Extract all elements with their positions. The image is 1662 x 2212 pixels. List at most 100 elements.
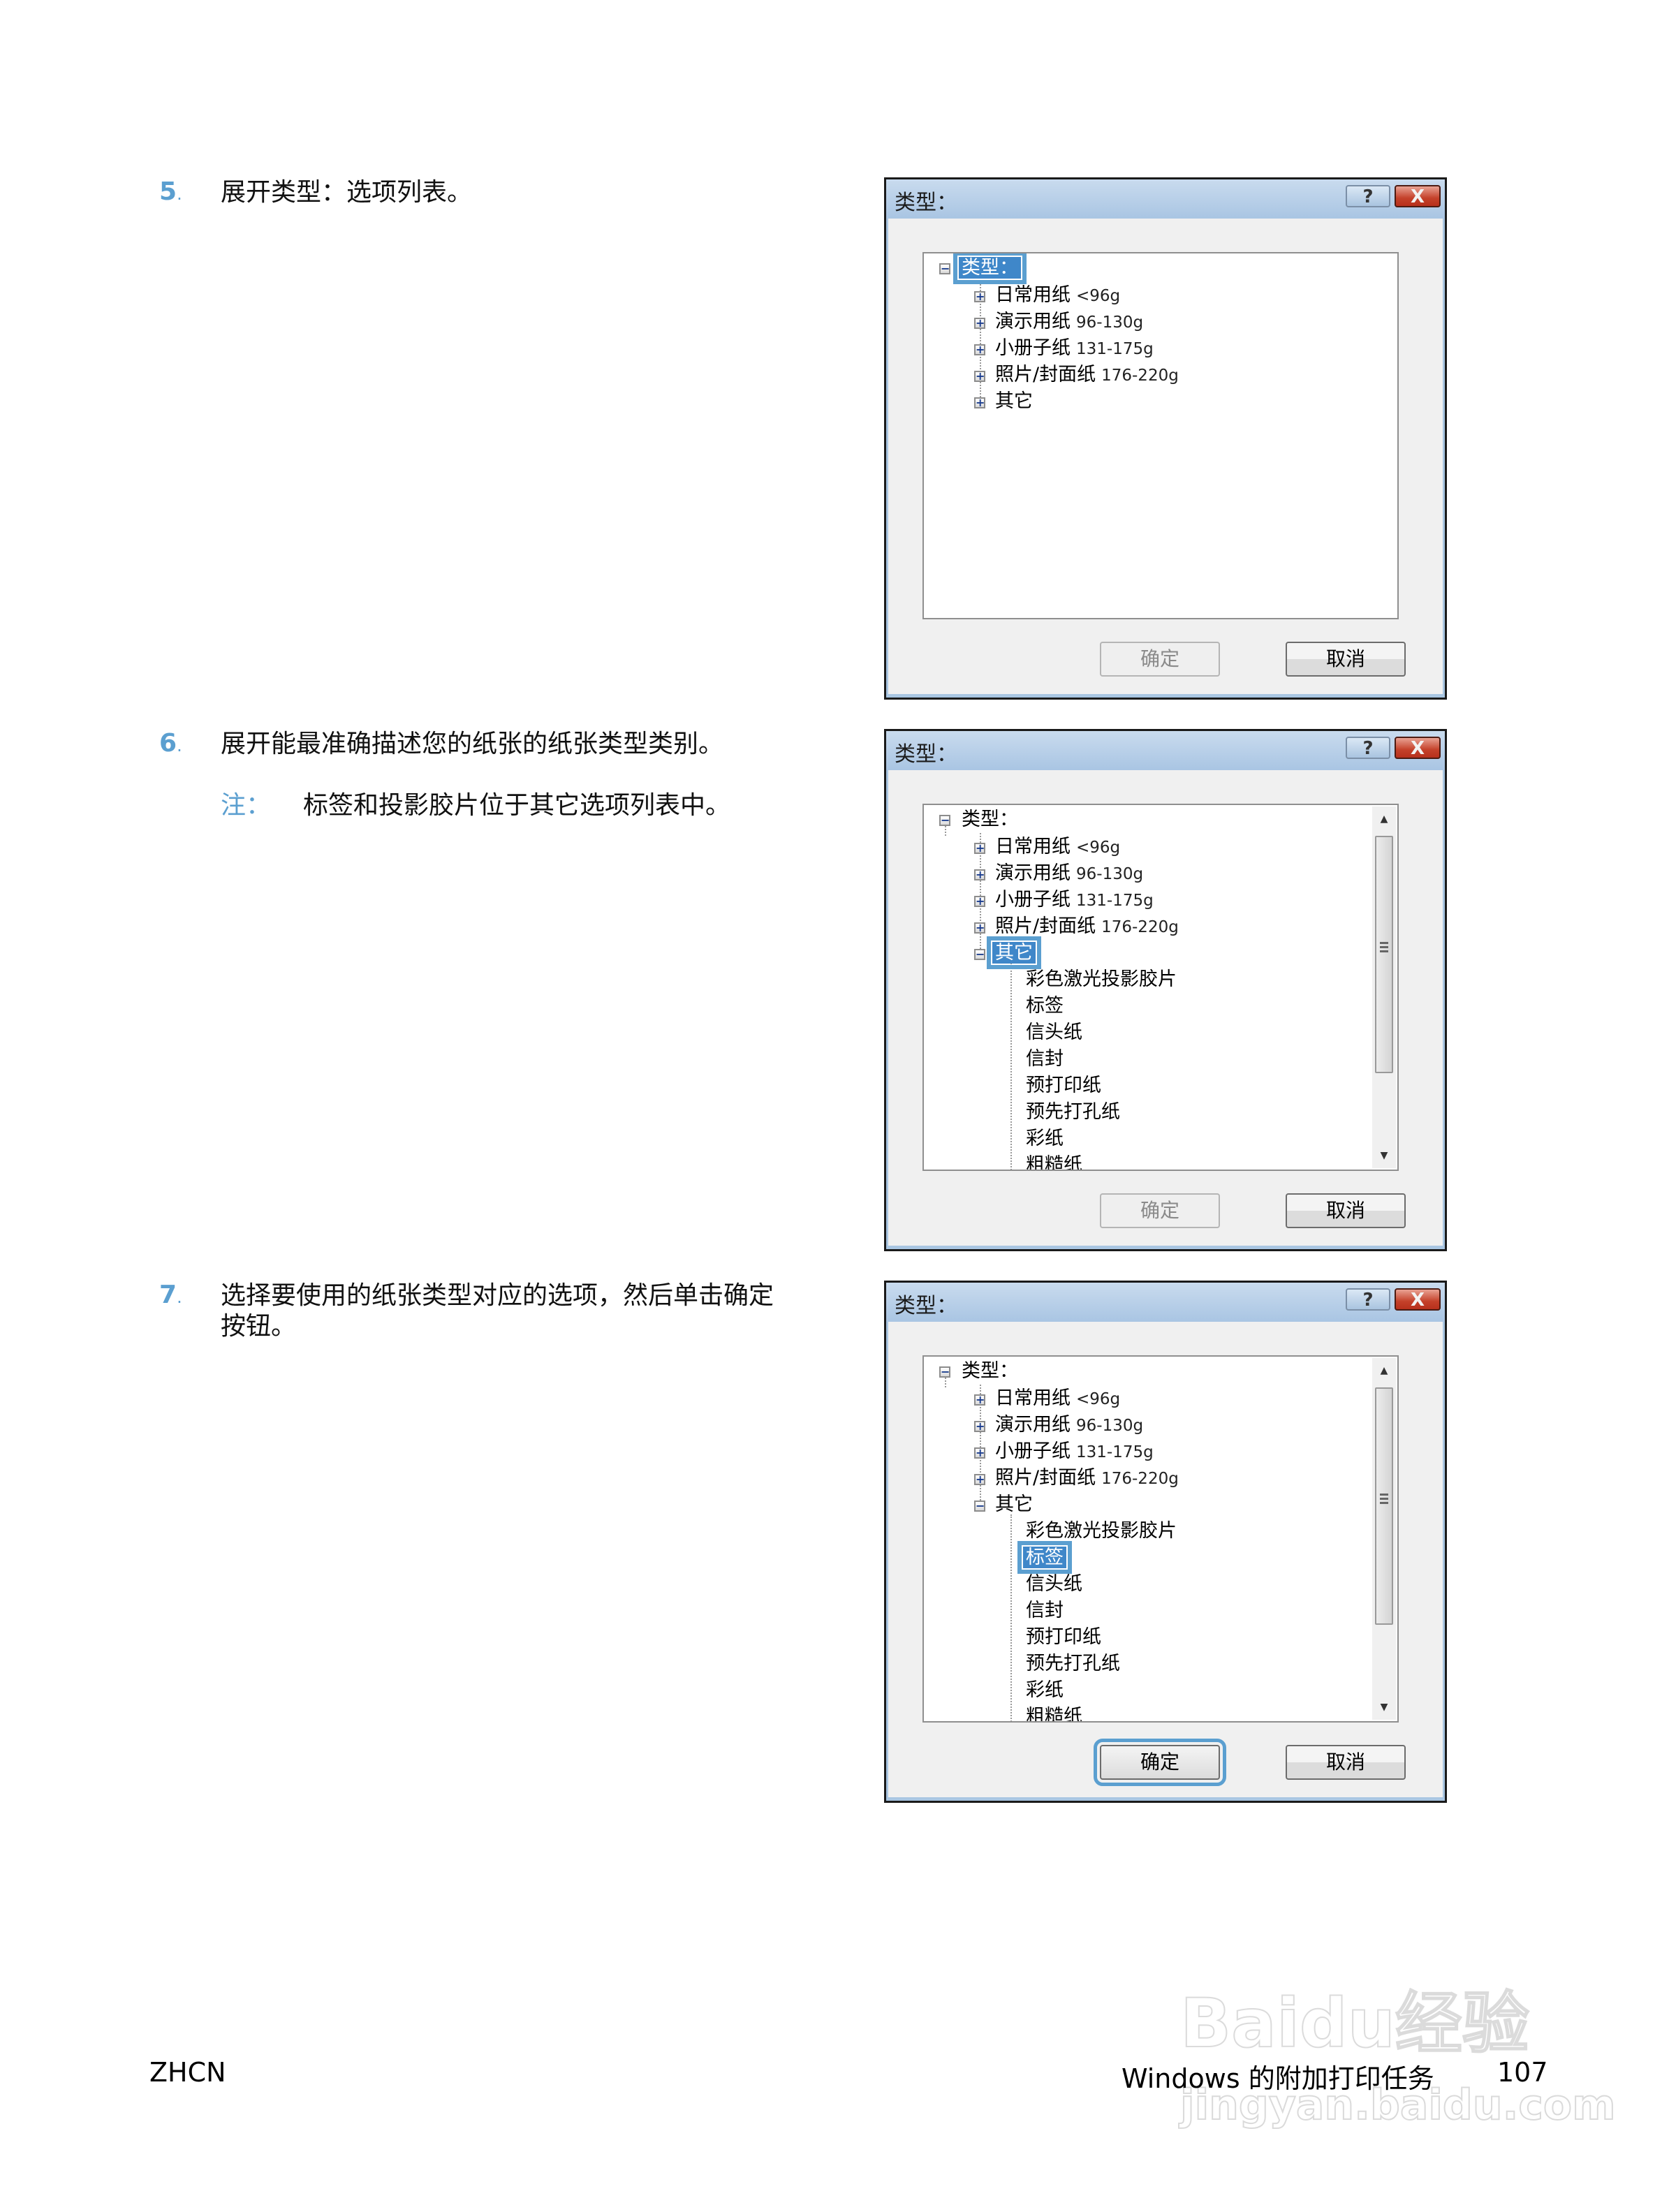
tree-item[interactable]: 粗糙纸 xyxy=(1026,1706,1082,1723)
collapse-icon[interactable]: − xyxy=(939,813,950,827)
title-bar[interactable]: 类型： ? X xyxy=(886,179,1445,219)
help-button[interactable]: ? xyxy=(1346,1288,1390,1311)
tree-item-other-selected[interactable]: 其它 xyxy=(987,936,1041,969)
tree-item-category[interactable]: 日常用纸<96g xyxy=(995,1387,1121,1409)
tree-item[interactable]: 预打印纸 xyxy=(1026,1626,1101,1648)
tree-item[interactable]: 信封 xyxy=(1026,1600,1064,1621)
expand-icon[interactable]: + xyxy=(974,921,985,934)
scroll-thumb[interactable] xyxy=(1375,836,1393,1073)
help-icon: ? xyxy=(1362,738,1374,759)
scroll-thumb[interactable] xyxy=(1375,1387,1393,1625)
expand-icon[interactable]: + xyxy=(974,1393,985,1406)
expand-icon[interactable]: + xyxy=(974,290,985,303)
tree-item[interactable]: 信封 xyxy=(1026,1048,1064,1070)
tree-item[interactable]: 预先打孔纸 xyxy=(1026,1101,1120,1123)
vertical-scrollbar[interactable]: ▲ ▼ xyxy=(1372,806,1396,1168)
page-number: 107 xyxy=(1497,2057,1548,2088)
tree-item-label-selected[interactable]: 标签 xyxy=(1017,1541,1072,1574)
tree-item[interactable]: 标签 xyxy=(1026,995,1064,1017)
tree-item-category[interactable]: 其它 xyxy=(995,390,1033,412)
close-icon: X xyxy=(1410,186,1425,207)
tree-item[interactable]: 预打印纸 xyxy=(1026,1075,1101,1096)
ok-button[interactable]: 确定 xyxy=(1100,642,1220,677)
tree-root[interactable]: 类型： xyxy=(962,1360,1018,1382)
dialog-title: 类型： xyxy=(895,742,957,767)
scroll-down-arrow-icon[interactable]: ▼ xyxy=(1380,1702,1388,1713)
tree-item-category[interactable]: 其它 xyxy=(995,1494,1033,1515)
vertical-scrollbar[interactable]: ▲ ▼ xyxy=(1372,1358,1396,1720)
collapse-icon[interactable]: − xyxy=(974,1499,985,1512)
tree-item[interactable]: 彩色激光投影胶片 xyxy=(1026,1520,1177,1542)
cancel-button[interactable]: 取消 xyxy=(1286,1193,1406,1228)
close-icon: X xyxy=(1410,738,1425,759)
grip-icon xyxy=(1380,942,1388,954)
help-button[interactable]: ? xyxy=(1346,737,1390,759)
cancel-button[interactable]: 取消 xyxy=(1286,1745,1406,1780)
dialog-title: 类型： xyxy=(895,1294,957,1318)
note: 注： 标签和投影胶片位于其它选项列表中。 xyxy=(221,785,730,821)
dialog-title: 类型： xyxy=(895,191,957,215)
expand-icon[interactable]: + xyxy=(974,868,985,881)
help-icon: ? xyxy=(1362,1290,1374,1311)
close-icon: X xyxy=(1410,1290,1425,1311)
tree-item[interactable]: 彩纸 xyxy=(1026,1679,1064,1701)
scroll-up-arrow-icon[interactable]: ▲ xyxy=(1380,1365,1388,1376)
collapse-icon[interactable]: − xyxy=(939,1365,950,1378)
expand-icon[interactable]: + xyxy=(974,316,985,330)
tree-root[interactable]: 类型： xyxy=(962,809,1018,830)
close-button[interactable]: X xyxy=(1395,1288,1441,1311)
tree-item[interactable]: 信头纸 xyxy=(1026,1573,1082,1595)
grip-icon xyxy=(1380,1494,1388,1506)
collapse-icon[interactable]: − xyxy=(939,262,950,275)
step-text: 选择要使用的纸张类型对应的选项，然后单击确定按钮。 xyxy=(221,1281,774,1341)
note-text: 标签和投影胶片位于其它选项列表中。 xyxy=(303,791,731,820)
expand-icon[interactable]: + xyxy=(974,396,985,409)
note-label: 注： xyxy=(221,791,272,820)
footer-locale: ZHCN xyxy=(149,2057,226,2088)
tree-item[interactable]: 粗糙纸 xyxy=(1026,1154,1082,1171)
cancel-button[interactable]: 取消 xyxy=(1286,642,1406,677)
title-bar[interactable]: 类型： ? X xyxy=(886,731,1445,770)
ok-button[interactable]: 确定 xyxy=(1100,1193,1220,1228)
close-button[interactable]: X xyxy=(1395,185,1441,207)
ok-button[interactable]: 确定 xyxy=(1094,1739,1226,1786)
tree-item-category[interactable]: 日常用纸<96g xyxy=(995,836,1121,857)
tree-item-category[interactable]: 日常用纸<96g xyxy=(995,284,1121,306)
baidu-watermark-url: jingyan.baidu.com xyxy=(1179,2080,1617,2130)
expand-icon[interactable]: + xyxy=(974,1420,985,1433)
close-button[interactable]: X xyxy=(1395,737,1441,759)
tree-item[interactable]: 信头纸 xyxy=(1026,1022,1082,1043)
tree-item[interactable]: 彩纸 xyxy=(1026,1128,1064,1149)
expand-icon[interactable]: + xyxy=(974,1446,985,1459)
tree-root[interactable]: 类型： xyxy=(953,253,1027,284)
expand-icon[interactable]: + xyxy=(974,841,985,855)
expand-icon[interactable]: + xyxy=(974,894,985,908)
expand-icon[interactable]: + xyxy=(974,1473,985,1486)
step-number: 6. xyxy=(159,729,182,758)
help-button[interactable]: ? xyxy=(1346,185,1390,207)
expand-icon[interactable]: + xyxy=(974,343,985,356)
expand-icon[interactable]: + xyxy=(974,369,985,383)
step-text: 展开能最准确描述您的纸张的纸张类型类别。 xyxy=(221,730,724,758)
scroll-up-arrow-icon[interactable]: ▲ xyxy=(1380,813,1388,825)
title-bar[interactable]: 类型： ? X xyxy=(886,1283,1445,1322)
collapse-icon[interactable]: − xyxy=(974,948,985,961)
tree-item[interactable]: 彩色激光投影胶片 xyxy=(1026,968,1177,990)
scroll-down-arrow-icon[interactable]: ▼ xyxy=(1380,1150,1388,1161)
tree-item[interactable]: 预先打孔纸 xyxy=(1026,1653,1120,1674)
